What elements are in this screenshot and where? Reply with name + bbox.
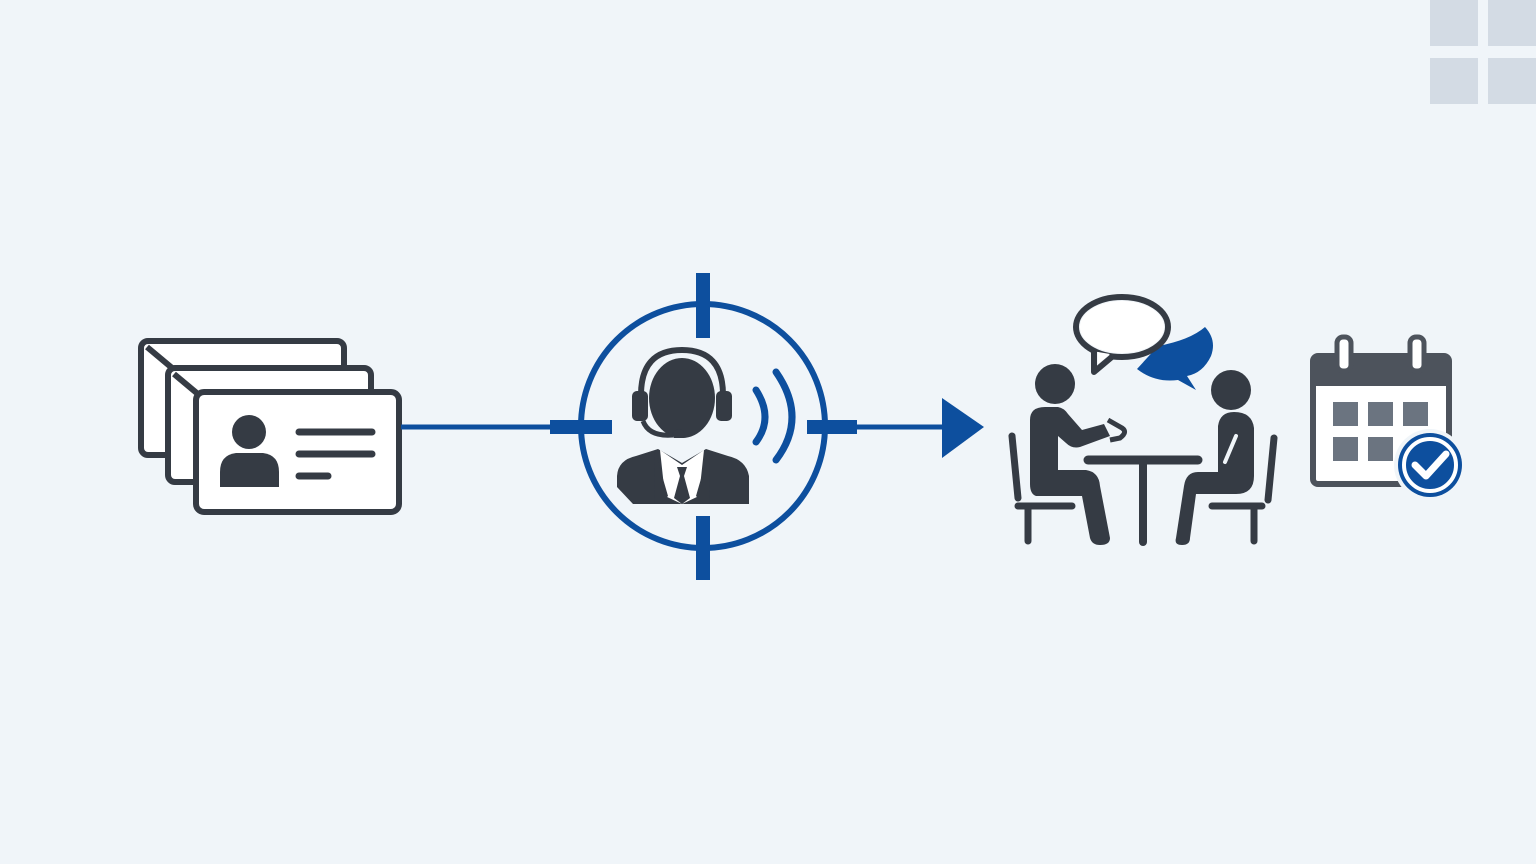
agent-figure: [617, 346, 749, 504]
calendar-header: [1313, 356, 1449, 386]
person-left: [1008, 364, 1128, 545]
corner-tile: [1430, 0, 1478, 46]
calendar-check-icon: [1310, 334, 1466, 501]
meeting-table: [1083, 455, 1203, 546]
calendar-cell: [1368, 402, 1393, 426]
corner-tile: [1488, 58, 1536, 104]
contact-cards-icon: [138, 338, 402, 515]
corner-grid-decoration: [1430, 0, 1536, 104]
speech-bubble-icon: [1073, 294, 1213, 390]
calendar-ring: [1407, 334, 1427, 374]
corner-tile: [1430, 58, 1478, 104]
headset-agent-target-icon: [550, 273, 857, 580]
calendar-cell: [1368, 437, 1393, 461]
corner-tile: [1488, 0, 1536, 46]
meeting-conversation-icon: [1008, 294, 1278, 546]
person-right: [1175, 370, 1278, 545]
contact-avatar-body: [220, 453, 279, 487]
contact-avatar-head: [232, 415, 266, 449]
calendar-cell: [1333, 402, 1358, 426]
calendar-ring: [1334, 334, 1354, 374]
calendar-cell: [1333, 437, 1358, 461]
check-badge: [1398, 433, 1462, 497]
calendar-cell: [1403, 402, 1428, 426]
checkmark-icon: [1411, 450, 1450, 480]
sound-wave-inner: [752, 386, 769, 446]
arrow-head-icon: [942, 398, 984, 458]
sound-wave-outer: [772, 368, 796, 464]
check-badge-ring: [1402, 437, 1458, 493]
